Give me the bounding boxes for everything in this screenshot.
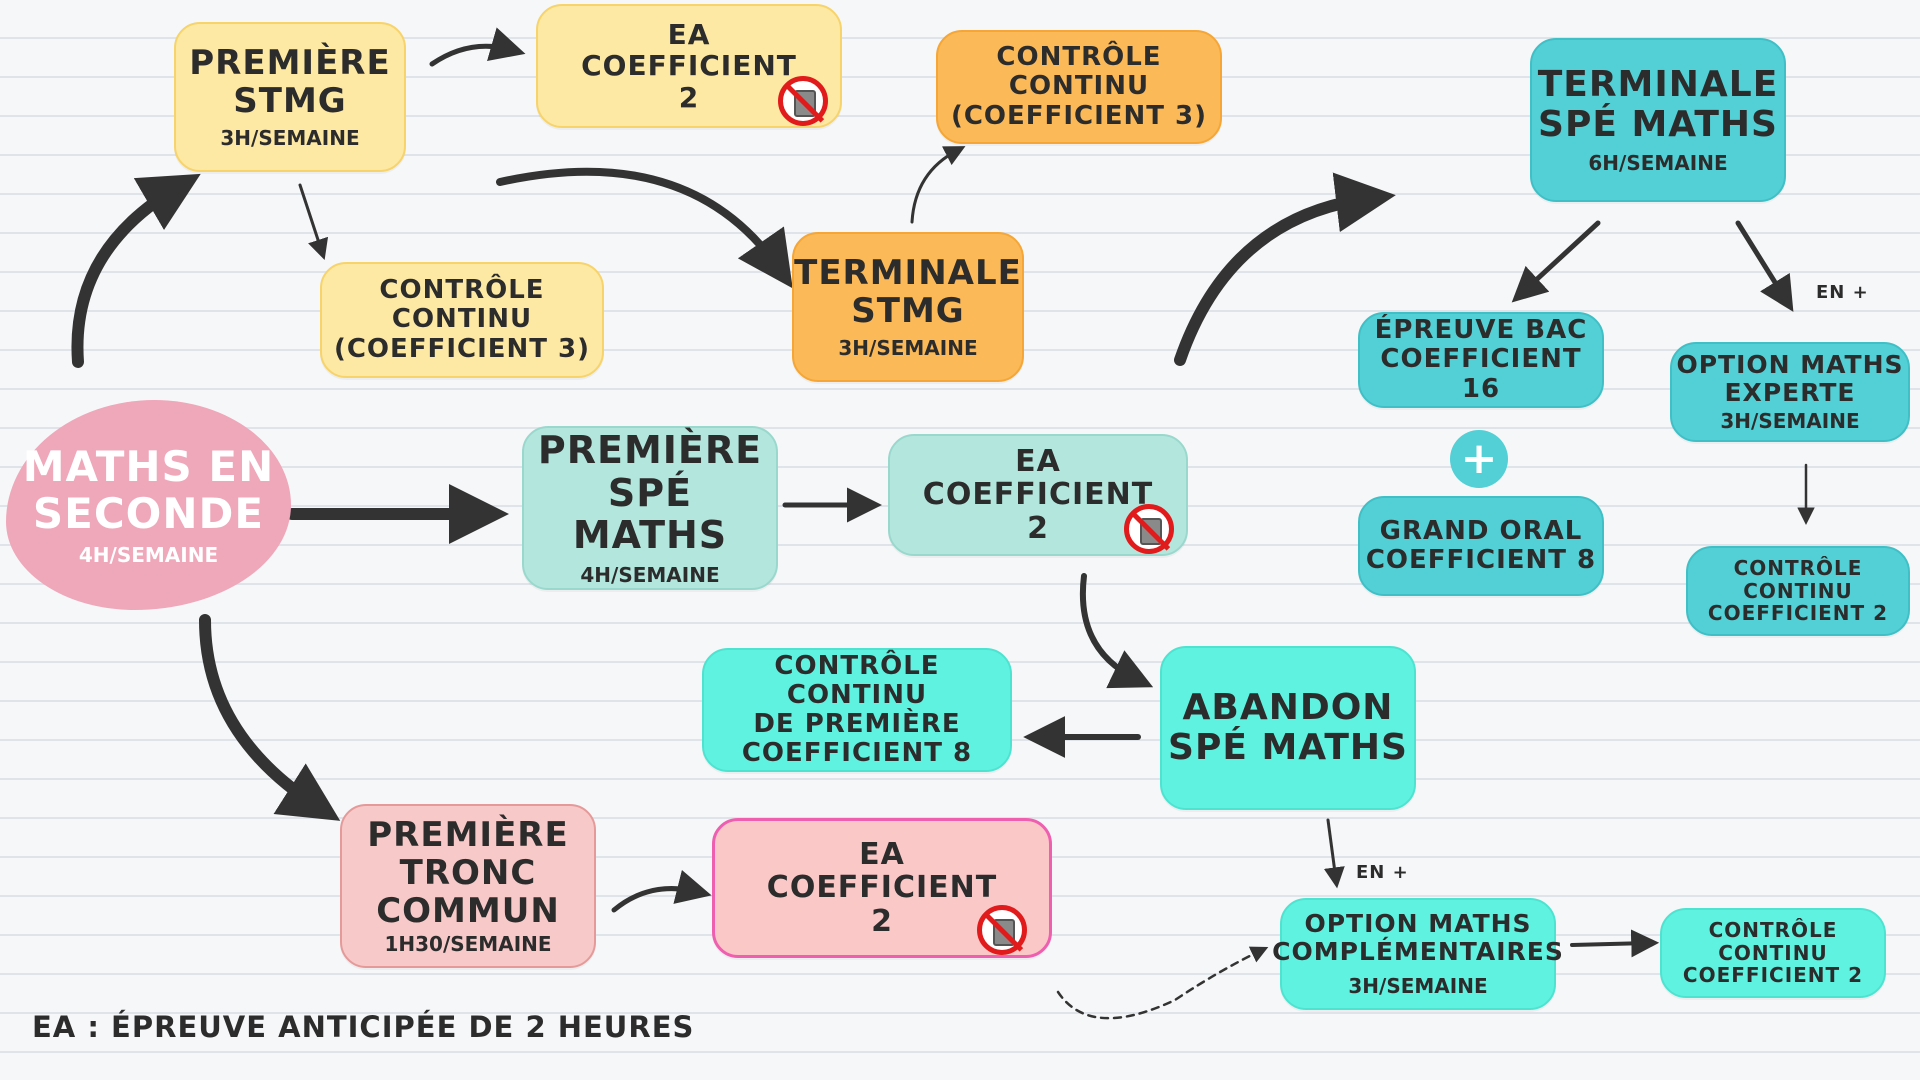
node-premiere-spe-title: PREMIÈRE SPÉ MATHS: [537, 428, 763, 558]
arrow-terminale-stmg-to-cc: [910, 146, 966, 224]
node-cc-terminale-stmg-title: CONTRÔLE CONTINU (COEFFICIENT 3): [950, 42, 1208, 131]
node-option-comp-sub: 3H/SEMAINE: [1348, 974, 1488, 998]
node-terminale-spe: TERMINALE SPÉ MATHS 6H/SEMAINE: [1530, 38, 1786, 202]
arrow-dashed-to-option-comp: [1056, 946, 1269, 1020]
node-premiere-stmg-title: PREMIÈRE STMG: [189, 42, 391, 121]
arrow-terminale-spe-to-bac: [1511, 220, 1601, 303]
node-terminale-stmg: TERMINALE STMG 3H/SEMAINE: [792, 232, 1024, 382]
node-premiere-tronc: PREMIÈRE TRONC COMMUN 1H30/SEMAINE: [340, 804, 596, 968]
arrow-premiere-tronc-to-ea: [611, 869, 712, 913]
arrow-to-terminale-spe: [1174, 172, 1396, 366]
node-option-experte: OPTION MATHS EXPERTE 3H/SEMAINE: [1670, 342, 1910, 442]
node-abandon-title: ABANDON SPÉ MATHS: [1168, 686, 1408, 768]
node-terminale-spe-title: TERMINALE SPÉ MATHS: [1537, 63, 1779, 145]
arrow-abandon-to-option-comp: [1323, 818, 1345, 889]
node-ea-spe-title: EA COEFFICIENT 2: [922, 443, 1154, 546]
node-premiere-tronc-sub: 1H30/SEMAINE: [384, 932, 552, 957]
node-terminale-spe-sub: 6H/SEMAINE: [1588, 151, 1728, 176]
node-epreuve-bac-title: ÉPREUVE BAC COEFFICIENT 16: [1374, 315, 1588, 404]
node-terminale-stmg-title: TERMINALE STMG: [794, 252, 1022, 331]
node-premiere-stmg-sub: 3H/SEMAINE: [220, 126, 360, 151]
node-abandon: ABANDON SPÉ MATHS: [1160, 646, 1416, 810]
node-epreuve-bac: ÉPREUVE BAC COEFFICIENT 16: [1358, 312, 1604, 408]
node-ea-tronc-title: EA COEFFICIENT 2: [766, 836, 998, 939]
node-grand-oral: GRAND ORAL COEFFICIENT 8: [1358, 496, 1604, 596]
node-cc-stmg: CONTRÔLE CONTINU (COEFFICIENT 3): [320, 262, 604, 378]
node-premiere-spe-sub: 4H/SEMAINE: [580, 562, 720, 587]
node-premiere-spe: PREMIÈRE SPÉ MATHS 4H/SEMAINE: [522, 426, 778, 590]
arrow-seconde-to-premiere-stmg: [71, 173, 201, 368]
node-cc-premiere-title: CONTRÔLE CONTINU DE PREMIÈRE COEFFICIENT…: [741, 650, 973, 769]
node-option-experte-sub: 3H/SEMAINE: [1720, 409, 1860, 433]
arrow-premiere-stmg-to-ea: [429, 27, 526, 67]
node-ea-tronc: EA COEFFICIENT 2: [712, 818, 1052, 958]
node-cc-premiere: CONTRÔLE CONTINU DE PREMIÈRE COEFFICIENT…: [702, 648, 1012, 772]
node-premiere-stmg: PREMIÈRE STMG 3H/SEMAINE: [174, 22, 406, 172]
node-cc-comp: CONTRÔLE CONTINU COEFFICIENT 2: [1660, 908, 1886, 998]
no-calculator-icon: [977, 905, 1027, 955]
arrow-seconde-to-premiere-tronc: [199, 614, 341, 821]
plus-sign: +: [1460, 433, 1498, 484]
arrow-option-comp-to-cc: [1570, 929, 1660, 958]
no-calculator-icon: [1124, 504, 1174, 554]
node-cc-comp-title: CONTRÔLE CONTINU COEFFICIENT 2: [1682, 918, 1864, 988]
node-option-comp-title: OPTION MATHS COMPLÉMENTAIRES: [1272, 909, 1564, 966]
arrow-terminale-spe-to-experte: [1735, 220, 1794, 312]
plus-icon: +: [1450, 430, 1508, 488]
node-cc-stmg-title: CONTRÔLE CONTINU (COEFFICIENT 3): [333, 275, 591, 364]
no-calculator-icon: [778, 76, 828, 126]
node-maths-seconde-sub: 4H/SEMAINE: [78, 543, 219, 568]
node-ea-stmg-title: EA COEFFICIENT 2: [581, 17, 797, 114]
legend: EA : ÉPREUVE ANTICIPÉE DE 2 HEURES: [32, 1010, 695, 1044]
node-option-comp: OPTION MATHS COMPLÉMENTAIRES 3H/SEMAINE: [1272, 898, 1563, 1010]
node-option-experte-title: OPTION MATHS EXPERTE: [1676, 350, 1904, 407]
node-cc-terminale-stmg: CONTRÔLE CONTINU (COEFFICIENT 3): [936, 30, 1222, 144]
node-terminale-stmg-sub: 3H/SEMAINE: [838, 336, 978, 361]
node-ea-stmg: EA COEFFICIENT 2: [536, 4, 842, 128]
node-grand-oral-title: GRAND ORAL COEFFICIENT 8: [1365, 515, 1597, 575]
node-maths-seconde: MATHS EN SECONDE 4H/SEMAINE: [6, 400, 291, 610]
en-plus-label-experte: EN +: [1816, 282, 1869, 303]
node-maths-seconde-title: MATHS EN SECONDE: [22, 441, 275, 538]
node-premiere-tronc-title: PREMIÈRE TRONC COMMUN: [367, 814, 569, 932]
arrow-premiere-stmg-to-cc: [298, 183, 329, 260]
arrow-ea-spe-to-abandon: [1080, 573, 1154, 689]
arrow-premiere-stmg-to-terminale-stmg: [496, 167, 793, 289]
node-ea-spe: EA COEFFICIENT 2: [888, 434, 1188, 556]
node-cc-experte-title: CONTRÔLE CONTINU COEFFICIENT 2: [1707, 556, 1889, 626]
node-cc-experte: CONTRÔLE CONTINU COEFFICIENT 2: [1686, 546, 1910, 636]
en-plus-label-comp: EN +: [1356, 862, 1409, 883]
